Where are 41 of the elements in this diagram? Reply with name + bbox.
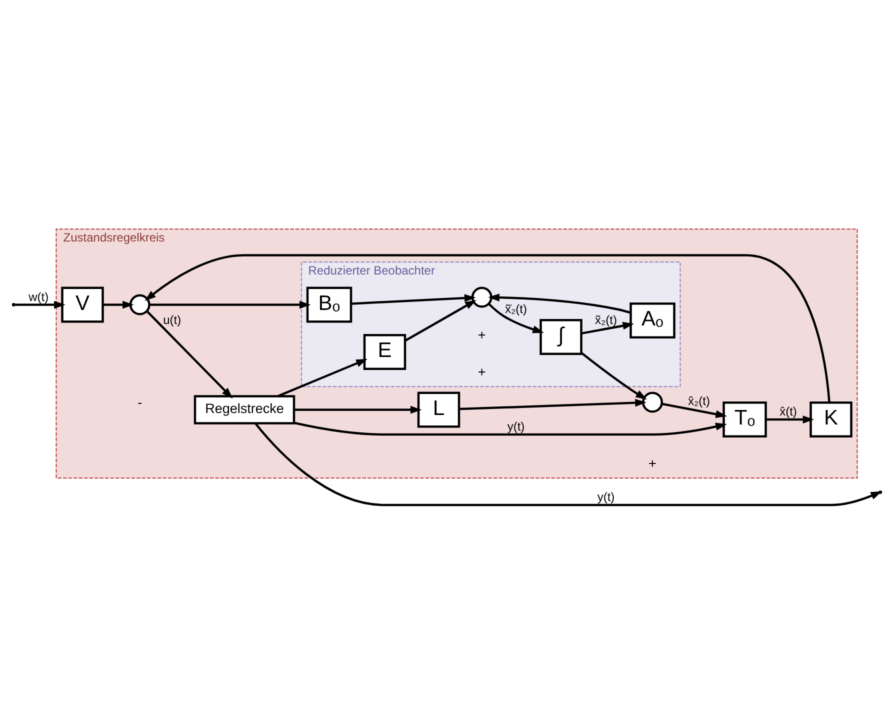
node-box: E (363, 334, 406, 370)
node-box: V (61, 286, 104, 322)
arrow (581, 321, 634, 334)
arrow (459, 398, 646, 410)
arrow (15, 300, 66, 308)
arrow (102, 300, 134, 308)
arrow (146, 310, 233, 398)
node-circle (471, 286, 492, 308)
edge-label: x̂₂(t) (688, 394, 710, 408)
edge-label: w(t) (28, 289, 49, 304)
arrow (294, 421, 727, 436)
node-box: L (417, 391, 460, 428)
arrow (350, 294, 476, 304)
node-box: Tₒ (722, 401, 767, 437)
arrow (580, 351, 647, 400)
arrow (662, 402, 728, 418)
node-box: Regelstrecke (194, 394, 296, 424)
edge-label: x̃₂(t) (595, 312, 617, 327)
label: + (648, 455, 656, 470)
node-box: ∫ (540, 318, 582, 354)
arrow (294, 405, 422, 414)
node-box: Aₒ (630, 302, 676, 338)
arrow (149, 300, 311, 308)
arrow (277, 358, 368, 397)
node-box: K (810, 401, 852, 437)
label: - (138, 394, 142, 410)
edge-label: x̃̇₂(t) (505, 301, 527, 316)
label: + (478, 327, 486, 342)
label: + (478, 364, 486, 379)
arrow (766, 415, 814, 423)
edge-label: y(t) (597, 490, 615, 504)
edge-label: x̂(t) (780, 404, 797, 418)
arrow (144, 254, 830, 402)
node-box: Bₒ (306, 286, 352, 322)
arrow (404, 299, 476, 342)
arrow (488, 302, 544, 333)
node-circle (129, 294, 150, 315)
node-circle (642, 391, 663, 412)
edge-label: y(t) (507, 419, 525, 434)
edge-label: u(t) (163, 312, 182, 327)
arrow (488, 293, 631, 314)
